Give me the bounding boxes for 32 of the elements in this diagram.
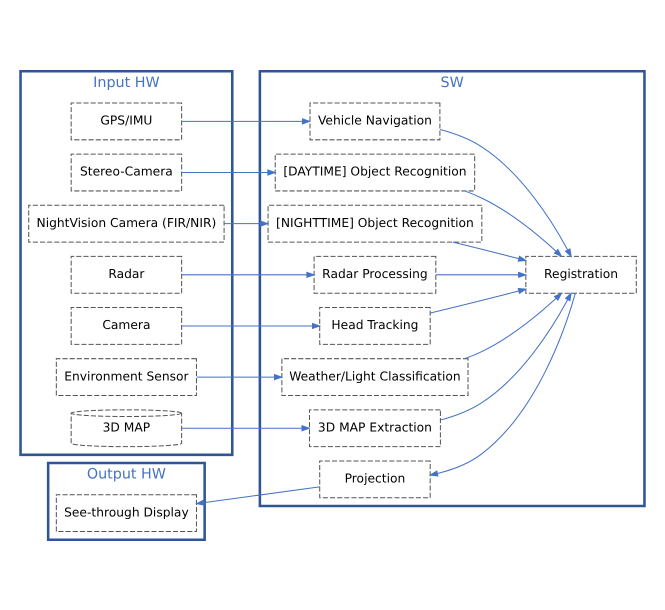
node-box: Radar — [70, 255, 182, 294]
node-box: Weather/Light Classification — [281, 358, 469, 396]
node-box: Registration — [525, 255, 637, 294]
arrow — [428, 292, 576, 476]
arrow — [430, 287, 528, 313]
arrow — [182, 168, 277, 176]
arrow — [182, 118, 312, 124]
node-box: Head Tracking — [319, 306, 431, 344]
arrow — [464, 292, 563, 359]
arrow — [464, 190, 563, 257]
arrow — [182, 322, 322, 329]
node-box: [DAYTIME] Object Recognition — [274, 153, 476, 191]
arrow — [436, 271, 528, 278]
arrow — [224, 220, 270, 226]
arrow — [440, 128, 572, 258]
node-box: 3D MAP Extraction — [308, 408, 441, 447]
node-box: NightVision Camera (FIR/NIR) — [28, 204, 225, 242]
arrow — [182, 271, 316, 278]
arrow — [440, 291, 572, 420]
arrow — [195, 486, 320, 506]
arrow — [196, 373, 284, 380]
node-box: Projection — [319, 460, 431, 498]
node-box: Environment Sensor — [56, 358, 197, 396]
node-box: GPS/IMU — [70, 102, 182, 140]
node-box: Vehicle Navigation — [309, 102, 440, 140]
arrow — [452, 241, 528, 262]
node-box: Camera — [70, 306, 182, 344]
node-box: Radar Processing — [314, 255, 436, 294]
node-box: [NIGHTTIME] Object Recognition — [268, 204, 482, 242]
node-box: Stereo-Camera — [70, 153, 182, 191]
node-box: See-through Display — [56, 494, 197, 532]
arrow — [182, 424, 311, 431]
